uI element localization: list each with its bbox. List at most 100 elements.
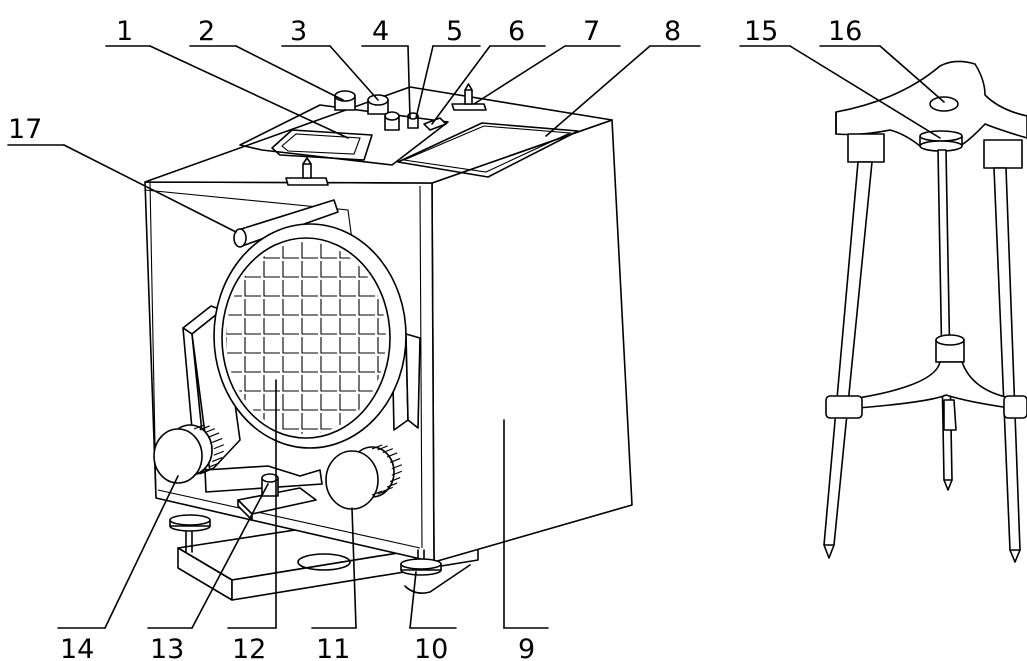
- callout-labels: 1 2 3 4 5 6 7 8 9 10 11 12 13 14 15 16 1…: [8, 16, 862, 661]
- knob-a: [334, 90, 356, 111]
- leader-lines: [7, 45, 945, 629]
- grid-cell: [244, 356, 261, 373]
- grid-cell: [301, 356, 318, 373]
- knurl-line: [213, 444, 225, 450]
- grid-cell: [226, 337, 242, 354]
- grid-cell: [282, 337, 299, 354]
- grid-cell: [320, 394, 337, 411]
- grid-cell: [301, 394, 318, 411]
- callout-4: 4: [372, 16, 389, 47]
- grid-cell: [263, 375, 280, 392]
- tripod: [823, 60, 1027, 563]
- grid-cell: [282, 318, 299, 335]
- grid-cell: [358, 299, 375, 316]
- callout-5: 5: [446, 16, 463, 47]
- callout-15: 15: [744, 16, 778, 47]
- knurl-line: [211, 437, 223, 443]
- leveling-screw-right: [400, 549, 442, 576]
- callout-10: 10: [414, 634, 448, 661]
- grid-cell: [263, 280, 280, 297]
- grid-cell: [282, 261, 299, 278]
- knurl-line: [208, 432, 220, 438]
- grid-cell: [263, 356, 280, 373]
- grid-cell: [320, 337, 337, 354]
- grid-cell: [358, 356, 375, 373]
- grid-cell: [377, 337, 386, 354]
- grid-cell: [339, 375, 356, 392]
- grid-cell: [358, 337, 375, 354]
- grid-cell: [377, 318, 386, 335]
- control-panel: [239, 83, 579, 186]
- callout-3: 3: [290, 16, 307, 47]
- callout-8: 8: [664, 16, 681, 47]
- knurl-line: [371, 444, 383, 450]
- knurl-line: [199, 469, 210, 475]
- grid-cell: [320, 318, 337, 335]
- grid-cell: [244, 318, 261, 335]
- grid-cell: [377, 299, 386, 316]
- grid-cell: [358, 318, 375, 335]
- grid-cell: [320, 242, 337, 259]
- callout-6: 6: [508, 16, 525, 47]
- knurl-line: [377, 489, 388, 495]
- grid-cell: [282, 242, 299, 259]
- callout-14: 14: [60, 634, 94, 661]
- grid-cell: [282, 413, 299, 430]
- grid-cell: [301, 242, 318, 259]
- knurl-line: [208, 462, 220, 468]
- knurl-line: [213, 450, 225, 456]
- grid-cell: [339, 280, 356, 297]
- grid-cell: [377, 356, 386, 373]
- grid-cell: [339, 394, 356, 411]
- callout-12: 12: [232, 634, 266, 661]
- grid-cell: [358, 280, 375, 297]
- knurl-line: [389, 457, 401, 463]
- grid-cell: [320, 356, 337, 373]
- grid-disc: [213, 223, 407, 449]
- grid-cell: [339, 261, 356, 278]
- grid-cell: [301, 375, 318, 392]
- callout-16: 16: [828, 16, 862, 47]
- grid-cell: [339, 337, 356, 354]
- knurl-line: [382, 486, 394, 492]
- grid-cell: [282, 375, 299, 392]
- leveling-screw-left: [169, 514, 211, 553]
- knurl-line: [386, 482, 398, 488]
- knurl-line: [199, 425, 210, 431]
- knurl-line: [391, 470, 403, 476]
- grid-cell: [282, 280, 299, 297]
- grid-cell: [301, 318, 318, 335]
- grid-cell: [226, 280, 242, 297]
- callout-17: 17: [8, 114, 42, 145]
- grid-cell: [244, 280, 261, 297]
- grid-cell: [226, 356, 242, 373]
- grid-cell: [301, 261, 318, 278]
- knob-b: [367, 94, 389, 115]
- grid-cell: [263, 299, 280, 316]
- knurl-line: [391, 464, 403, 470]
- knurl-line: [382, 448, 394, 454]
- grid-cell: [320, 375, 337, 392]
- grid-cell: [320, 261, 337, 278]
- knurl-line: [371, 490, 383, 496]
- knurl-line: [193, 470, 205, 476]
- grid-cell: [263, 261, 280, 278]
- tribrach: [237, 473, 317, 521]
- grid-cell: [282, 356, 299, 373]
- knob-c: [384, 111, 400, 131]
- callout-11: 11: [316, 634, 350, 661]
- callout-1: 1: [116, 16, 133, 47]
- knurl-line: [389, 477, 401, 483]
- grid-cell: [358, 375, 375, 392]
- grid-cell: [282, 299, 299, 316]
- knurl-line: [193, 424, 205, 430]
- callout-2: 2: [198, 16, 215, 47]
- grid-cell: [226, 318, 242, 335]
- knurl-line: [211, 457, 223, 463]
- knurl-line: [386, 452, 398, 458]
- callout-7: 7: [583, 16, 600, 47]
- grid-cell: [339, 318, 356, 335]
- knurl-line: [204, 428, 216, 434]
